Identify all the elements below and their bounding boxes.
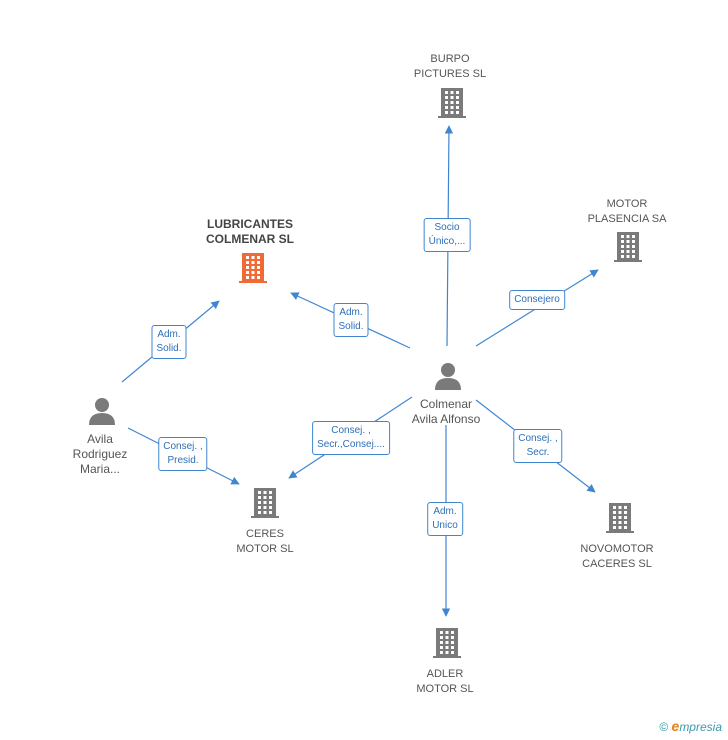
copyright-symbol: ©: [659, 720, 669, 734]
node-label-line: Avila Alfonso: [411, 412, 481, 426]
node-label-line: CERES: [246, 528, 284, 540]
edge-label-line: Socio: [434, 222, 460, 233]
node-label-motor_plasencia[interactable]: MOTOR PLASENCIA SA: [588, 197, 667, 227]
building-icon-lubricantes[interactable]: [239, 253, 267, 283]
edge-label-line: Secr.: [526, 447, 550, 458]
edge-label-line: Consejero: [514, 294, 560, 305]
edge-label-avila-ceres[interactable]: Consej. , Presid.: [158, 437, 208, 471]
edge-label-line: Consej. ,: [331, 425, 371, 436]
edge-label-line: Solid.: [156, 343, 182, 354]
node-label-line: Avila: [87, 432, 113, 446]
edge-label-line: Adm.: [339, 307, 363, 318]
building-icon-adler[interactable]: [433, 628, 461, 658]
building-icon-novomotor[interactable]: [606, 503, 634, 533]
node-label-line: COLMENAR SL: [206, 232, 294, 246]
node-label-novomotor[interactable]: NOVOMOTOR CACERES SL: [580, 542, 653, 572]
node-label-line: Colmenar: [419, 397, 473, 411]
edge-label-line: Secr.,Consej....: [317, 439, 385, 450]
node-label-line: MOTOR: [606, 198, 648, 210]
edge-label-colmenar-motor_plasencia[interactable]: Consejero: [509, 290, 565, 310]
node-label-line: MOTOR SL: [236, 543, 294, 555]
node-label-line: Maria...: [79, 462, 121, 476]
edge-label-line: Adm.: [157, 329, 181, 340]
node-label-adler[interactable]: ADLER MOTOR SL: [416, 667, 473, 697]
edge-label-line: Presid.: [167, 455, 199, 466]
edge-label-colmenar-novomotor[interactable]: Consej. , Secr.: [513, 429, 563, 463]
footer-brand: © empresia: [659, 718, 722, 734]
building-icon-ceres[interactable]: [251, 488, 279, 518]
brand-e-logo: e: [671, 718, 680, 734]
edge-label-line: Consej. ,: [163, 441, 203, 452]
node-label-line: PLASENCIA SA: [587, 213, 667, 225]
edge-label-avila-lubricantes[interactable]: Adm. Solid.: [151, 325, 187, 359]
node-label-ceres[interactable]: CERES MOTOR SL: [236, 527, 293, 557]
node-label-line: MOTOR SL: [416, 683, 474, 695]
node-label-line: Rodriguez: [72, 447, 128, 461]
edge-label-line: Consej. ,: [518, 433, 558, 444]
node-label-burpo[interactable]: BURPO PICTURES SL: [414, 52, 486, 82]
person-icon-avila[interactable]: [89, 398, 115, 425]
edge-label-line: Unico: [432, 520, 458, 531]
node-label-line: PICTURES SL: [413, 68, 487, 80]
brand-name: mpresia: [679, 720, 722, 734]
building-icon-burpo[interactable]: [438, 88, 466, 118]
edge-label-line: Adm.: [433, 506, 457, 517]
edge-label-line: Solid.: [338, 321, 364, 332]
node-label-line: BURPO: [430, 53, 470, 65]
building-icon-motor_plasencia[interactable]: [614, 232, 642, 262]
edge-label-colmenar-adler[interactable]: Adm. Unico: [427, 502, 463, 536]
node-label-line: CACERES SL: [582, 558, 652, 570]
person-icon-colmenar[interactable]: [435, 363, 461, 390]
edge-label-colmenar-ceres[interactable]: Consej. , Secr.,Consej....: [312, 421, 390, 455]
edge-label-line: Único,...: [428, 236, 466, 247]
node-label-line: LUBRICANTES: [207, 217, 293, 231]
edge-label-colmenar-lubricantes[interactable]: Adm. Solid.: [333, 303, 369, 337]
node-label-line: ADLER: [426, 668, 464, 680]
node-label-line: NOVOMOTOR: [580, 543, 654, 555]
